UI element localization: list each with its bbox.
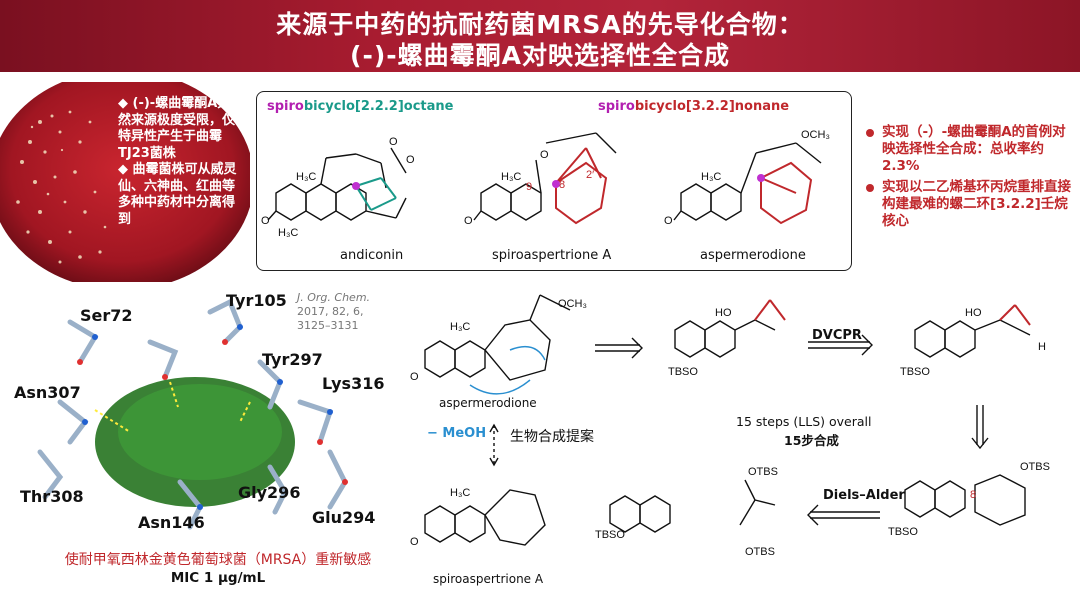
bullet-dot-icon: [866, 184, 874, 192]
spiro-o: O: [540, 149, 549, 161]
residue-label: Glu294: [312, 508, 376, 527]
andiconin-o3: O: [406, 154, 415, 166]
spiro-h3c: H₃C: [501, 171, 521, 183]
docking-image: [0, 282, 410, 544]
natural-source-notes: ◆ (-)-螺曲霉酮A天然来源极度受限，仅特异性产生于曲霉TJ23菌株 ◆ 曲霉…: [118, 96, 238, 228]
dvcpr-label: DVCPR: [812, 328, 862, 343]
diels-alder-label: Diels–Alder: [823, 488, 905, 503]
asper-o: O: [664, 215, 673, 227]
int3-h: H: [1038, 341, 1046, 353]
diene-otbs-top: OTBS: [748, 466, 778, 478]
source-note-2: ◆ 曲霉菌株可从威灵仙、六神曲、红曲等多种中药材中分离得到: [118, 162, 237, 227]
achievement-2-text: 实现以二乙烯基环丙烷重排直接构建最难的螺二环[3.2.2]壬烷核心: [882, 179, 1071, 229]
spiro-o2: O: [464, 215, 473, 227]
residue-label: Tyr297: [262, 350, 323, 369]
synthesis-scheme: H₃C O OCH₃ TBSO HO TBSO HO H TBSO OTBS 8…: [410, 294, 1050, 558]
da-tbso: TBSO: [888, 526, 918, 538]
achievement-notes: 实现（-）-螺曲霉酮A的首例对映选择性全合成：总收率约 2.3% 实现以二乙烯基…: [862, 124, 1072, 234]
bicyclo-octane-label: bicyclo[2.2.2]octane: [303, 99, 454, 114]
mrsa-sensitization-text: 使耐甲氧西林金黄色葡萄球菌（MRSA）重新敏感: [64, 552, 372, 568]
dienophile-tbso: TBSO: [595, 529, 625, 541]
bicyclo-nonane-label: bicyclo[3.2.2]nonane: [634, 99, 790, 114]
int2-tbso: TBSO: [668, 366, 698, 378]
residue-label: Asn146: [138, 513, 205, 532]
spiro-prefix-1: spiro: [267, 99, 304, 114]
compound-name-andiconin: andiconin: [340, 248, 404, 263]
spiro-h3c-label: H₃C: [450, 487, 470, 499]
residue-label: Lys316: [322, 374, 385, 393]
residue-label: Asn307: [14, 383, 81, 402]
biosynthesis-label: 生物合成提案: [510, 429, 594, 445]
achievement-1: 实现（-）-螺曲霉酮A的首例对映选择性全合成：总收率约 2.3%: [862, 124, 1072, 175]
bullet-dot-icon: [866, 129, 874, 137]
achievement-2: 实现以二乙烯基环丙烷重排直接构建最难的螺二环[3.2.2]壬烷核心: [862, 179, 1072, 230]
mic-value: MIC 1 μg/mL: [170, 570, 266, 586]
title-line-1: 来源于中药的抗耐药菌MRSA的先导化合物：: [276, 10, 804, 39]
spiro-o-label: O: [410, 536, 419, 548]
int2-ho: HO: [715, 307, 732, 319]
andiconin-o2: O: [389, 136, 398, 148]
journal-detail: 2017, 82, 6,: [297, 305, 364, 318]
asper-h3c: H₃C: [701, 171, 721, 183]
journal-pages: 3125–3131: [297, 319, 359, 332]
residue-label: Thr308: [20, 487, 84, 506]
achievement-1-text: 实现（-）-螺曲霉酮A的首例对映选择性全合成：总收率约 2.3%: [882, 124, 1066, 174]
spiroaspertrione-scheme-label: spiroaspertrione A: [433, 572, 544, 586]
spiro-prefix-2: spiro: [598, 99, 635, 114]
journal-name: J. Org. Chem.: [297, 291, 371, 304]
diene-otbs-bottom: OTBS: [745, 546, 775, 558]
da-otbs: OTBS: [1020, 461, 1050, 473]
compound-name-spiroaspertrione: spiroaspertrione A: [492, 248, 612, 263]
scaffold-label-octane: spirobicyclo[2.2.2]octane: [267, 99, 453, 114]
spiro-num9: 9: [526, 181, 532, 193]
top-structures-drawing: H₃C O H₃C O O H₃C O O 9 8 2′ H₃C O OCH₃: [261, 129, 830, 239]
meoh-loss-label: − MeOH: [427, 426, 487, 441]
int3-tbso: TBSO: [900, 366, 930, 378]
residue-label: Tyr105: [226, 291, 287, 310]
andiconin-h3c: H₃C: [296, 171, 316, 183]
petri-dish-image: [0, 82, 250, 282]
scaffold-label-nonane: spirobicyclo[3.2.2]nonane: [598, 99, 789, 114]
andiconin-h3c-2: H₃C: [278, 227, 298, 239]
source-note-2-text: 曲霉菌株可从威灵仙、六神曲、红曲等多种中药材中分离得到: [118, 162, 237, 227]
aspermerodione-scheme-label: aspermerodione: [439, 396, 537, 410]
spiro-num8: 8: [559, 179, 565, 191]
residue-label: Gly296: [238, 483, 301, 502]
steps-english: 15 steps (LLS) overall: [736, 414, 872, 429]
spiro-num2p: 2′: [586, 169, 594, 181]
source-note-1-text: (-)-螺曲霉酮A天然来源极度受限，仅特异性产生于曲霉TJ23菌株: [118, 96, 236, 161]
title-line-2: (-)-螺曲霉酮A对映选择性全合成: [350, 41, 730, 70]
int3-ho: HO: [965, 307, 982, 319]
source-note-1: ◆ (-)-螺曲霉酮A天然来源极度受限，仅特异性产生于曲霉TJ23菌株: [118, 96, 236, 161]
compound-name-aspermerodione: aspermerodione: [700, 248, 806, 263]
title-banner: 来源于中药的抗耐药菌MRSA的先导化合物： (-)-螺曲霉酮A对映选择性全合成: [0, 0, 1080, 72]
da-num8: 8: [970, 489, 976, 501]
asper-h3c-label: H₃C: [450, 321, 470, 333]
steps-chinese: 15步合成: [784, 433, 839, 448]
asper-o-label: O: [410, 371, 419, 383]
asper-och3-label: OCH₃: [558, 298, 587, 310]
journal-reference: J. Org. Chem. 2017, 82, 6, 3125–3131: [297, 291, 370, 333]
andiconin-o: O: [261, 215, 270, 227]
residue-label: Ser72: [80, 306, 133, 325]
asper-och3: OCH₃: [801, 129, 830, 141]
